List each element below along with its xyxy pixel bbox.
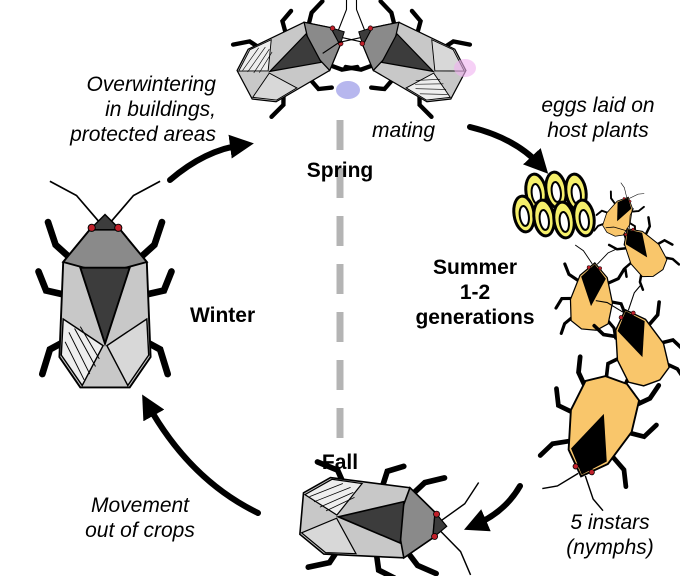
curved-arrow-icon xyxy=(475,486,520,525)
stink-bug-adult-icon xyxy=(297,458,480,576)
eggs-note: eggs laid on host plants xyxy=(523,93,673,143)
movement-note: Movement out of crops xyxy=(60,493,220,543)
egg-cluster-icon xyxy=(512,171,597,239)
instars-note: 5 instars (nymphs) xyxy=(548,510,672,560)
season-label-spring: Spring xyxy=(290,158,390,183)
season-label-winter: Winter xyxy=(190,303,255,328)
overwintering-note: Overwintering in buildings, protected ar… xyxy=(0,72,216,147)
mating-pair xyxy=(224,0,478,123)
stink-bug-adult-icon xyxy=(38,181,171,387)
season-label-summer: Summer 1-2 generations xyxy=(380,255,570,330)
mating-note: mating xyxy=(372,118,435,143)
season-label-fall: Fall xyxy=(300,450,380,475)
curved-arrow-icon xyxy=(170,145,242,180)
